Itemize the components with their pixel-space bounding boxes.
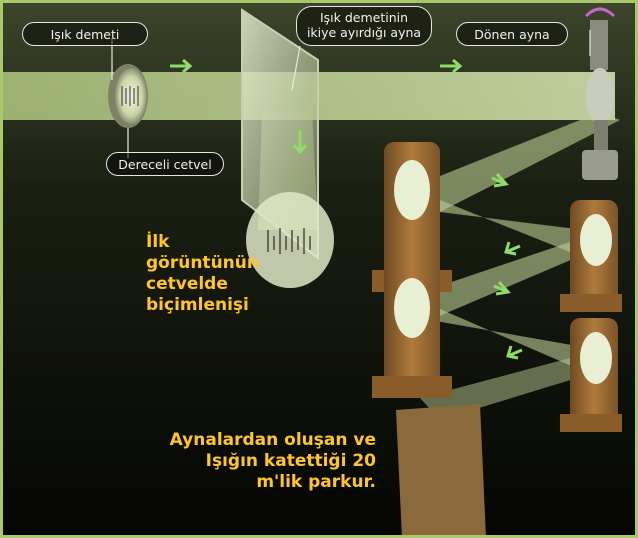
zigzag-beam-3 bbox=[410, 232, 600, 320]
label-graduated-scale: Dereceli cetvel bbox=[106, 152, 224, 176]
direction-arrows bbox=[170, 58, 523, 360]
caption-first-image: İlk görüntünün cetvelde biçimlenişi bbox=[146, 232, 259, 315]
scale-image-spot bbox=[246, 192, 334, 288]
rotating-mirror bbox=[582, 7, 618, 180]
end-panel bbox=[396, 404, 486, 538]
arrow-zigzag-2 bbox=[504, 241, 521, 256]
scale-marks bbox=[267, 228, 311, 254]
caption-mirror-course: Aynalardan oluşan ve Işığın katettiği 20… bbox=[169, 430, 376, 492]
arrow-down bbox=[292, 130, 308, 155]
arrow-right-1 bbox=[170, 58, 193, 74]
mirror-stand-right-1 bbox=[560, 200, 622, 312]
label-light-beam: Işık demeti bbox=[22, 22, 148, 46]
label-rotating-mirror: Dönen ayna bbox=[456, 22, 568, 46]
zigzag-beam-2 bbox=[410, 188, 600, 256]
zigzag-beam-1 bbox=[410, 112, 620, 212]
mirror-stand-right-2 bbox=[560, 318, 622, 432]
lens bbox=[108, 64, 148, 128]
arrow-zigzag-1 bbox=[491, 172, 509, 188]
mirror-stand-left-2 bbox=[372, 258, 452, 398]
arrow-zigzag-3 bbox=[493, 280, 511, 296]
zigzag-beam-4 bbox=[410, 296, 600, 374]
label-beam-splitter: Işık demetinin ikiye ayırdığı ayna bbox=[296, 6, 432, 46]
zigzag-beam-5 bbox=[420, 350, 600, 420]
arrow-right-2 bbox=[440, 58, 463, 74]
arrow-zigzag-4 bbox=[506, 345, 523, 360]
